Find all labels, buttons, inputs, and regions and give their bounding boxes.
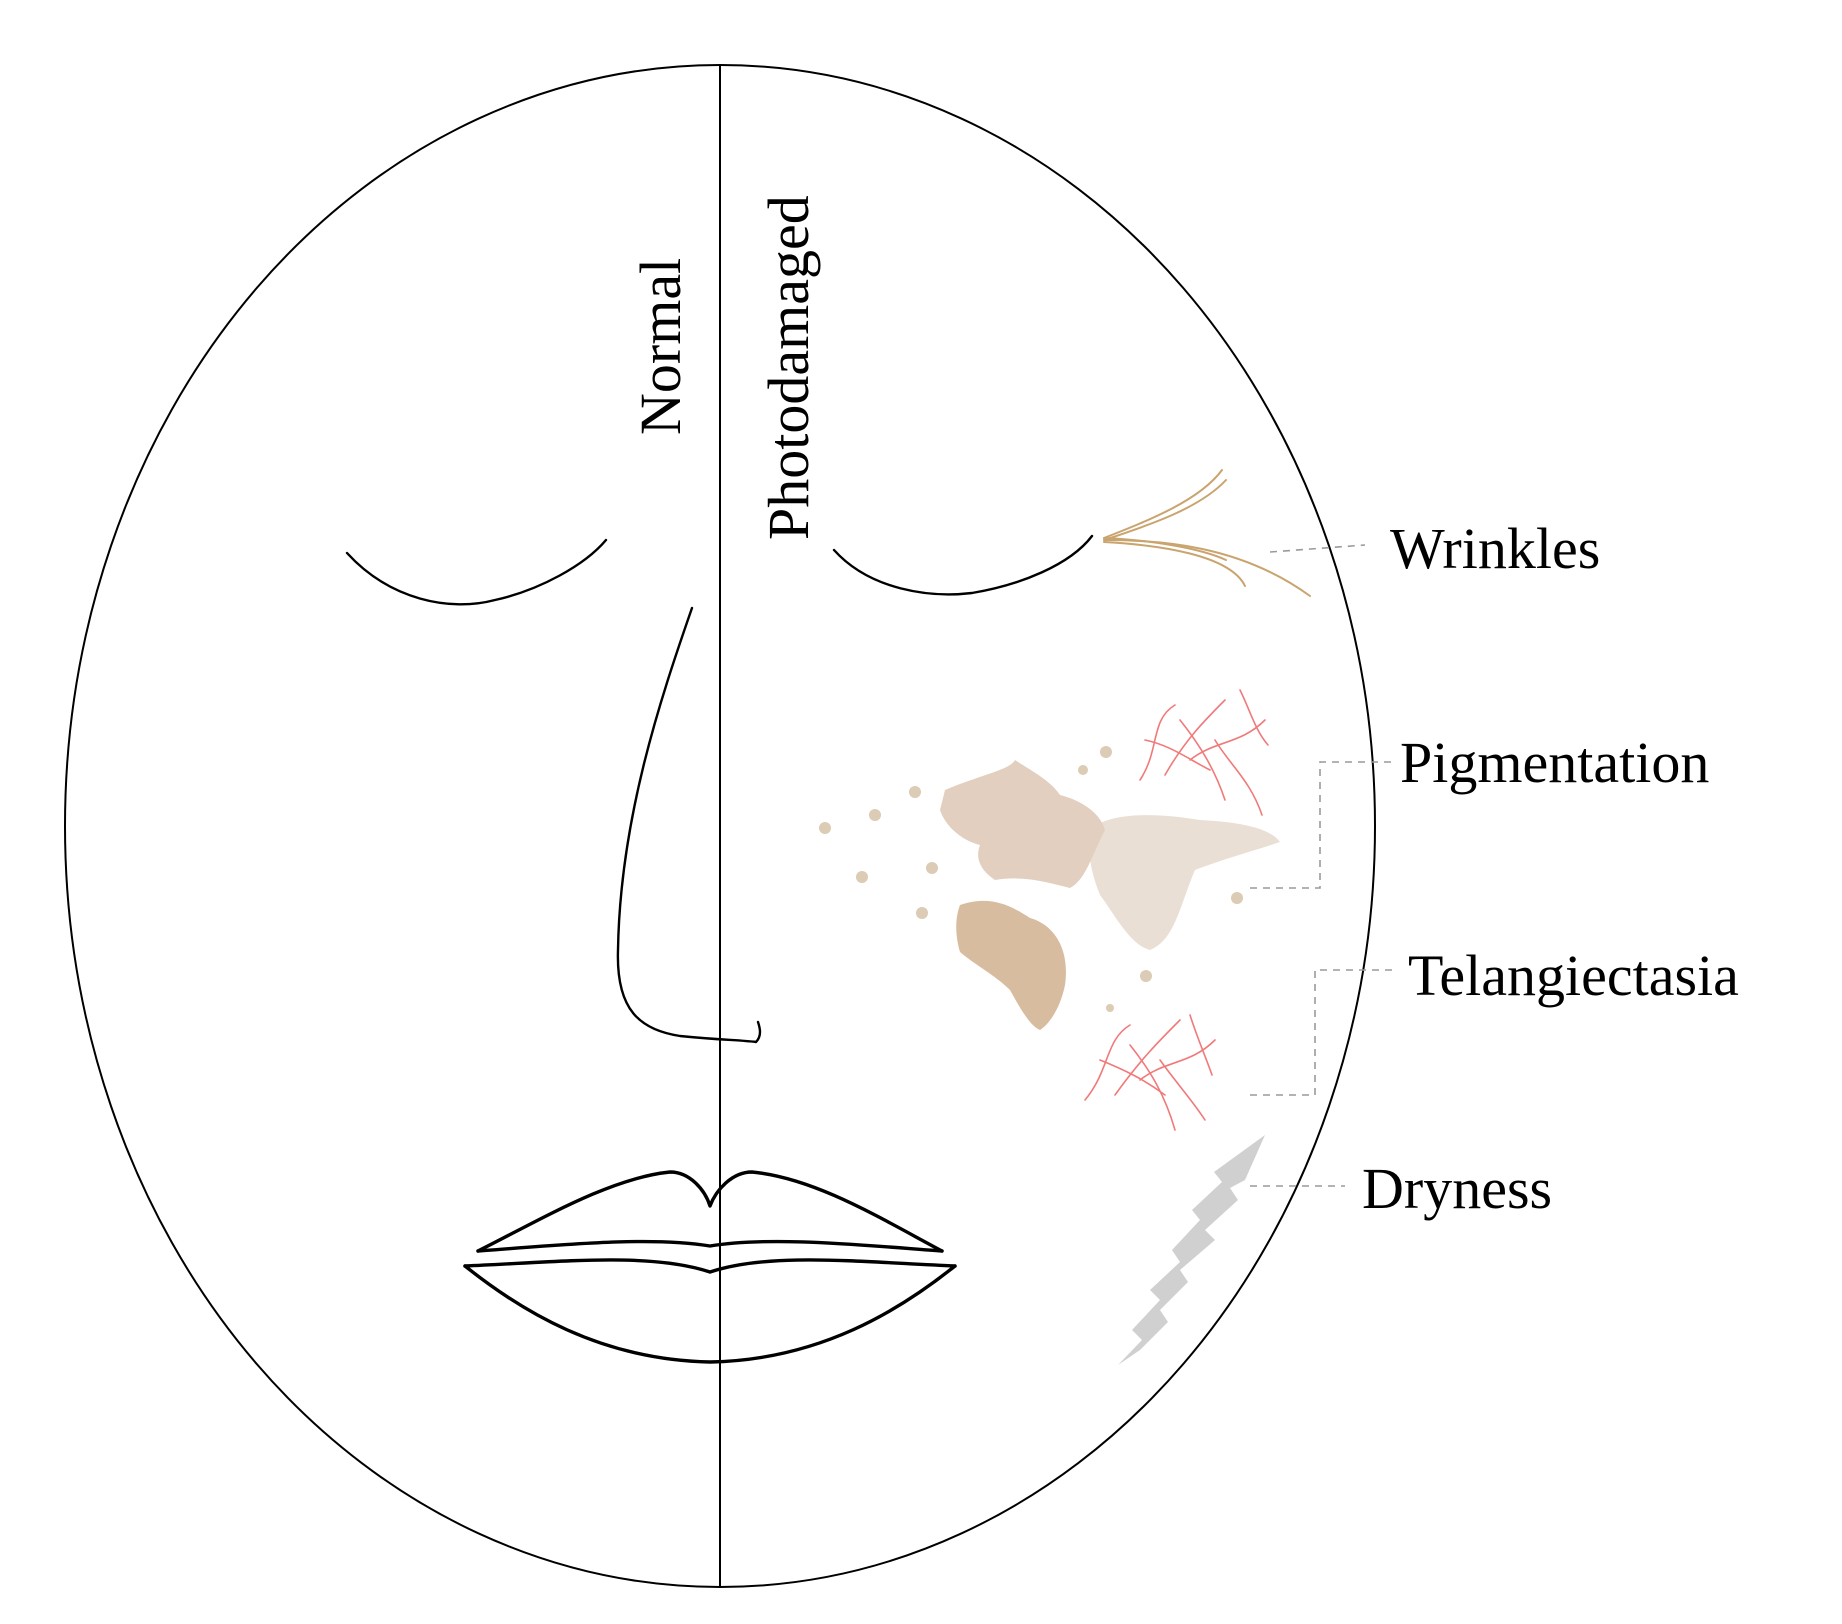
pigmentation-mark [819,746,1280,1030]
upper-lip [476,1170,944,1253]
label-dryness: Dryness [1362,1156,1552,1221]
label-wrinkles: Wrinkles [1390,516,1600,581]
lip-seam-top [476,1239,944,1253]
vessel-l5 [1159,1059,1206,1121]
vessel-u5 [1214,739,1263,816]
label-photodamaged: Photodamaged [756,195,821,540]
wrinkle-line-3 [1103,539,1311,597]
pigmentation-spot-3 [909,786,921,798]
pigmentation-spot-5 [926,862,938,874]
label-pigmentation: Pigmentation [1400,730,1709,795]
pigmentation-spot-1 [819,822,831,834]
wrinkles-mark [1103,469,1311,597]
label-telangiectasia: Telangiectasia [1408,943,1739,1008]
wrinkle-line-5 [1103,537,1227,561]
wrinkle-line-2 [1103,479,1227,541]
pigmentation-spot-4 [856,871,868,883]
pigmentation-spot-6 [916,907,928,919]
dryness-mark [1118,1135,1265,1365]
wrinkle-line-4 [1103,541,1246,587]
vessel-u7 [1144,739,1211,771]
lip-seam-bottom [463,1258,957,1274]
pigmentation-patch-dark [956,900,1066,1030]
nose [616,606,762,1044]
pigmentation-patch-mid [940,760,1105,888]
vessel-l2 [1114,1019,1181,1096]
vessel-l6 [1099,1059,1166,1096]
right-eye [832,534,1094,596]
pigmentation-spot-9 [1231,892,1243,904]
vessel-u4 [1179,719,1226,801]
pigmentation-patch-light [1089,815,1280,950]
vessel-u3 [1189,719,1266,761]
vessel-l3 [1139,1039,1216,1081]
telangiectasia-cluster-upper [1139,689,1269,816]
vessel-l4 [1129,1044,1176,1131]
lower-lip [463,1264,957,1364]
lips [463,1170,957,1364]
left-eye [345,538,608,606]
pigmentation-spot-7 [1100,746,1112,758]
leader-wrinkles [1269,544,1366,553]
telangiectasia-cluster-lower [1084,1014,1216,1131]
pigmentation-spot-10 [1140,970,1152,982]
pigmentation-spot-2 [869,809,881,821]
pigmentation-spot-11 [1106,1004,1114,1012]
vessel-l7 [1189,1014,1213,1076]
vessel-u1 [1139,704,1176,781]
pigmentation-spot-8 [1078,765,1088,775]
vessel-u2 [1164,699,1226,776]
leader-telangiectasia [1250,969,1395,1096]
vessel-u6 [1239,689,1269,746]
wrinkle-line-1 [1103,469,1223,539]
label-normal: Normal [628,258,693,435]
leader-pigmentation [1250,761,1395,889]
vessel-l1 [1084,1024,1131,1101]
